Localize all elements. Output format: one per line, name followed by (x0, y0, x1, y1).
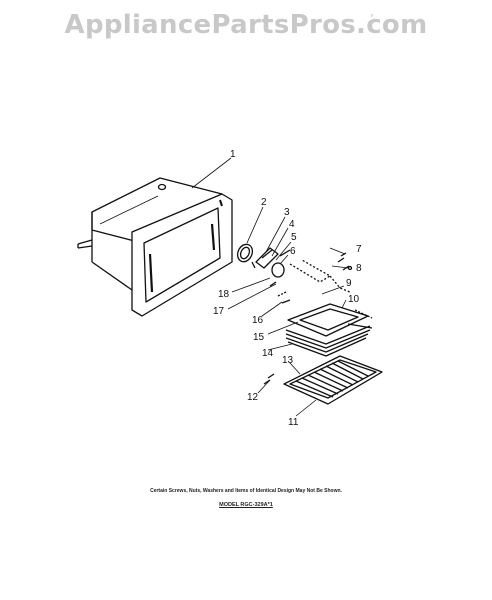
callout-18: 18 (218, 289, 230, 300)
callout-4: 4 (289, 219, 295, 230)
callouts: 1 2 3 4 5 6 7 8 9 10 11 12 13 14 15 16 1… (213, 149, 362, 428)
watermark-text: AppliancePartsPros.com (64, 10, 428, 40)
callout-8: 8 (356, 263, 362, 274)
callout-3: 3 (284, 207, 290, 218)
bake-panel (287, 303, 373, 337)
callout-6: 6 (290, 246, 296, 257)
callout-7: 7 (356, 244, 362, 255)
callout-9: 9 (346, 278, 352, 289)
callout-17: 17 (213, 306, 225, 317)
callout-2: 2 (261, 197, 267, 208)
bulb-cover (236, 243, 254, 263)
callout-10: 10 (348, 294, 360, 305)
callout-13: 13 (282, 355, 294, 366)
callout-15: 15 (253, 332, 265, 343)
callout-12: 12 (247, 392, 259, 403)
misc-hardware (269, 281, 291, 304)
callout-5: 5 (291, 232, 297, 243)
model-label: MODEL RGC-329A*1 (0, 502, 492, 508)
callout-11: 11 (288, 417, 299, 428)
callout-1: 1 (230, 149, 236, 160)
callout-14: 14 (262, 348, 274, 359)
watermark-mark: ’ (370, 12, 374, 26)
pan-stack (285, 325, 371, 357)
light-socket (251, 247, 291, 269)
bracket (289, 259, 351, 293)
rack-support (263, 373, 275, 385)
callout-16: 16 (252, 315, 264, 326)
model-number: MODEL RGC-329A*1 (219, 502, 273, 508)
grommet (271, 262, 285, 278)
footnote: Certain Screws, Nuts, Washers and Items … (150, 488, 342, 494)
oven-rack (283, 355, 383, 405)
leader-lines (191, 157, 349, 417)
oven-cavity (77, 177, 233, 317)
